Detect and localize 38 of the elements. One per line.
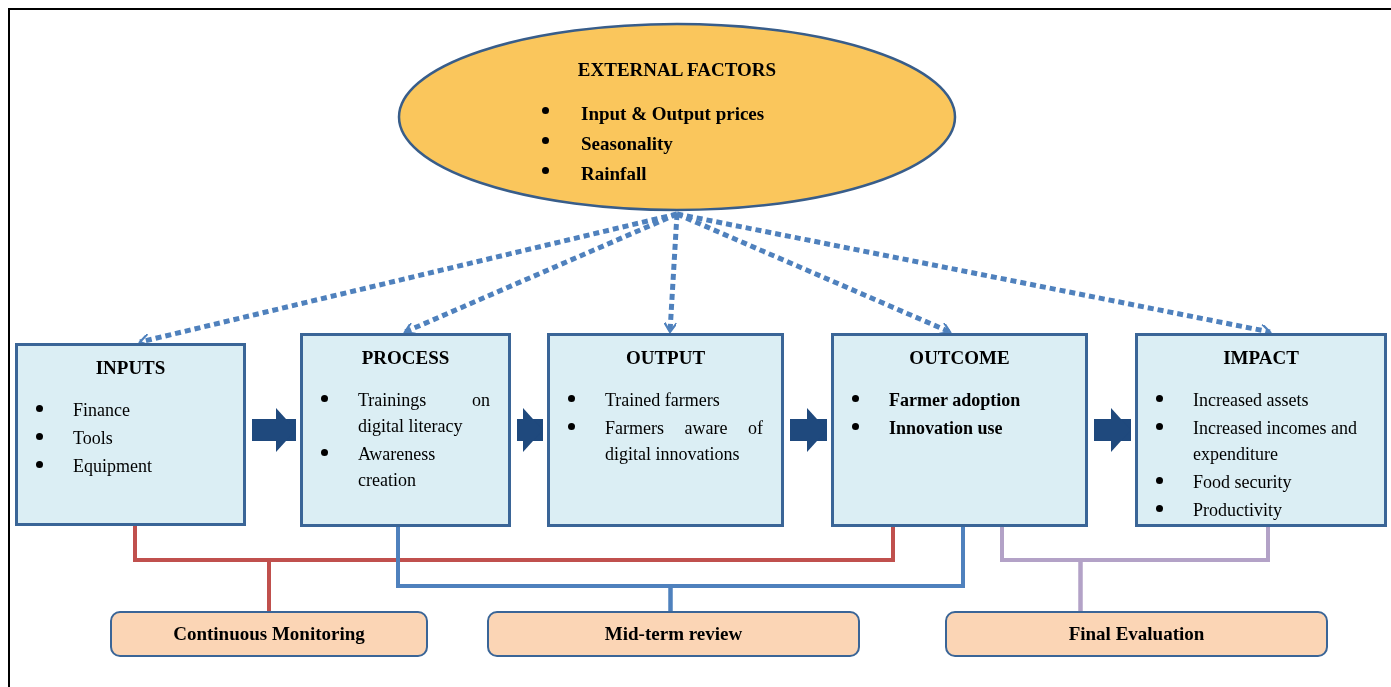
ellipse-heading: EXTERNAL FACTORS bbox=[577, 58, 777, 82]
box-heading: INPUTS bbox=[95, 356, 166, 380]
bullet-text: Finance bbox=[73, 398, 130, 422]
stage-box bbox=[15, 343, 246, 526]
bracket-connector bbox=[668, 527, 965, 611]
bullet-text: Increased incomes and expenditure bbox=[1193, 416, 1358, 466]
stage-box bbox=[300, 333, 511, 527]
stage-box bbox=[831, 333, 1088, 527]
box-heading: OUTPUT bbox=[625, 346, 706, 370]
box-heading: PROCESS bbox=[361, 346, 450, 370]
block-arrow bbox=[252, 408, 296, 452]
block-arrow bbox=[1094, 408, 1131, 452]
bullet-text: Rainfall bbox=[581, 161, 647, 186]
bullet-text: Farmer adoption bbox=[889, 388, 1021, 412]
bullet-text: Equipment bbox=[73, 454, 152, 478]
evaluation-box: Final Evaluation bbox=[945, 611, 1328, 657]
bullet-text: Awareness creation bbox=[358, 442, 437, 492]
evaluation-box: Mid-term review bbox=[487, 611, 860, 657]
stage-box bbox=[1135, 333, 1387, 527]
bullet-text: Tools bbox=[73, 426, 113, 450]
block-arrow bbox=[517, 408, 543, 452]
bullet-text: Farmers aware of digital innovations bbox=[605, 416, 763, 466]
bracket-connector bbox=[1078, 527, 1270, 611]
bullet-text: Trainings on digital literacy bbox=[358, 388, 490, 438]
evaluation-box: Continuous Monitoring bbox=[110, 611, 428, 657]
bullet-text: Seasonality bbox=[581, 131, 673, 156]
bullet-text: Productivity bbox=[1193, 498, 1282, 522]
bullet-text: Innovation use bbox=[889, 416, 1003, 440]
dotted-arrow bbox=[403, 211, 678, 335]
box-heading: OUTCOME bbox=[909, 346, 1010, 370]
bullet-text: Food security bbox=[1193, 470, 1292, 494]
stage-box bbox=[547, 333, 784, 527]
bullet-text: Increased assets bbox=[1193, 388, 1309, 412]
block-arrow bbox=[790, 408, 827, 452]
bullet-text: Input & Output prices bbox=[581, 101, 765, 126]
box-heading: IMPACT bbox=[1223, 346, 1299, 370]
bullet-text: Trained farmers bbox=[605, 388, 721, 412]
factors-ellipse bbox=[397, 22, 957, 212]
